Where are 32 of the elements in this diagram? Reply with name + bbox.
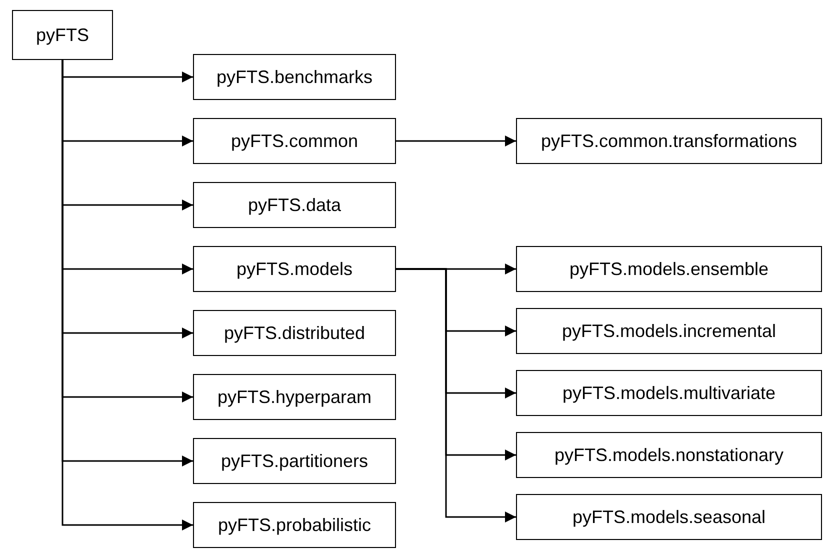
module-box <box>193 438 396 484</box>
module-name: pyFTS.models <box>236 258 353 280</box>
module-name: pyFTS.benchmarks <box>216 66 373 88</box>
module-box <box>516 246 822 292</box>
module-name: pyFTS.distributed <box>224 322 366 344</box>
module-box <box>193 118 396 164</box>
module-name: pyFTS.models.ensemble <box>569 258 769 280</box>
module-name: pyFTS.common.transformations <box>540 130 798 152</box>
module-name: pyFTS.common <box>230 130 358 152</box>
module-name: pyFTS.models.incremental <box>562 320 776 342</box>
module-box <box>193 54 396 100</box>
module-box <box>516 432 822 478</box>
arrow <box>396 136 516 146</box>
module-box <box>193 246 396 292</box>
module-box <box>516 370 822 416</box>
module-box <box>516 308 822 354</box>
module-box <box>193 374 396 420</box>
module-name: pyFTS.partitioners <box>220 450 368 472</box>
module-box <box>193 310 396 356</box>
module-name: pyFTS <box>36 24 89 46</box>
module-box <box>193 502 396 548</box>
module-box <box>516 494 822 540</box>
module-box <box>193 182 396 228</box>
module-name: pyFTS.models.multivariate <box>562 382 776 404</box>
module-box <box>12 10 113 60</box>
module-box <box>516 118 822 164</box>
module-name: pyFTS.hyperparam <box>217 386 372 408</box>
module-name: pyFTS.models.nonstationary <box>554 444 784 466</box>
module-name: pyFTS.probabilistic <box>218 514 372 536</box>
module-name: pyFTS.data <box>248 194 342 216</box>
arrow <box>396 268 516 522</box>
module-name: pyFTS.models.seasonal <box>572 506 766 528</box>
